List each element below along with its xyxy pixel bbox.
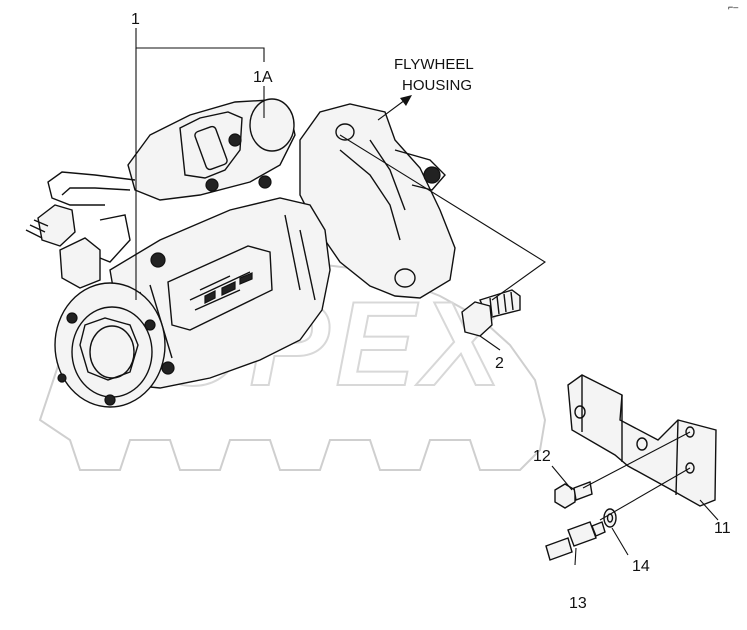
callout-13: 13 [569, 595, 587, 612]
corner-mark: ⌐– [728, 2, 738, 12]
bolt-part-12 [554, 481, 593, 509]
callout-14: 14 [632, 558, 650, 575]
callout-11: 11 [714, 520, 731, 537]
callout-2: 2 [495, 355, 504, 372]
starter-motor-drawing [25, 98, 456, 408]
flywheel-label-line2: HOUSING [402, 77, 472, 94]
flywheel-housing-arrow [377, 95, 412, 121]
flywheel-label-line1: FLYWHEEL [394, 56, 474, 73]
callout-12: 12 [533, 448, 551, 465]
leader-lines [135, 28, 719, 566]
stud-part-13 [545, 521, 606, 561]
bracket-part-11 [567, 374, 717, 507]
bolt-part-2 [461, 289, 521, 337]
callout-1: 1 [131, 11, 140, 28]
callout-1a: 1A [253, 69, 273, 86]
